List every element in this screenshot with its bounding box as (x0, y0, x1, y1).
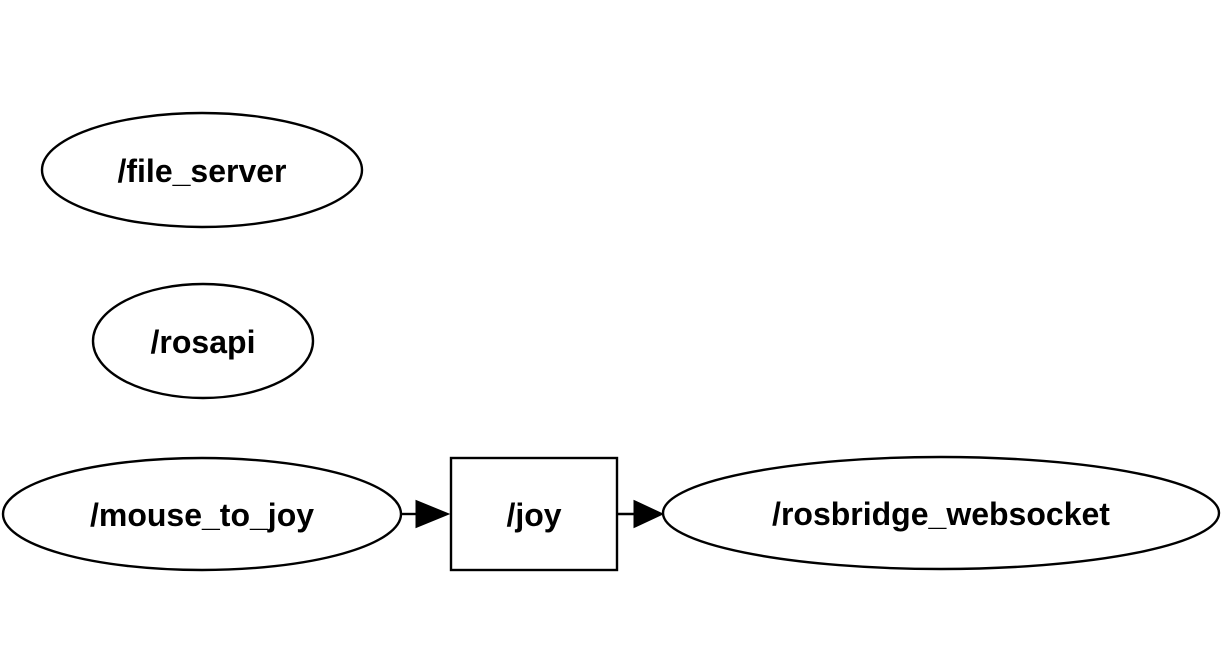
node-file-server-label: /file_server (117, 153, 286, 189)
topic-joy-label: /joy (506, 497, 561, 533)
node-rosbridge-websocket-label: /rosbridge_websocket (772, 496, 1110, 532)
node-file-server[interactable]: /file_server (40, 111, 364, 229)
edge-mouse-to-joy-to-joy (402, 499, 451, 529)
node-rosapi[interactable]: /rosapi (91, 282, 315, 400)
edge-arrowhead-icon (633, 499, 665, 529)
node-rosapi-label: /rosapi (151, 324, 256, 360)
topic-joy[interactable]: /joy (449, 456, 619, 572)
node-mouse-to-joy-label: /mouse_to_joy (90, 497, 314, 533)
node-mouse-to-joy-ellipse[interactable] (1, 456, 403, 572)
node-rosbridge-websocket[interactable]: /rosbridge_websocket (661, 455, 1221, 571)
node-mouse-to-joy[interactable]: /mouse_to_joy (1, 456, 403, 572)
node-rosbridge-websocket-ellipse[interactable] (661, 455, 1221, 571)
node-file-server-ellipse[interactable] (40, 111, 364, 229)
edge-arrowhead-icon (415, 499, 451, 529)
edge-joy-to-rosbridge-websocket (617, 499, 665, 529)
node-rosapi-ellipse[interactable] (91, 282, 315, 400)
